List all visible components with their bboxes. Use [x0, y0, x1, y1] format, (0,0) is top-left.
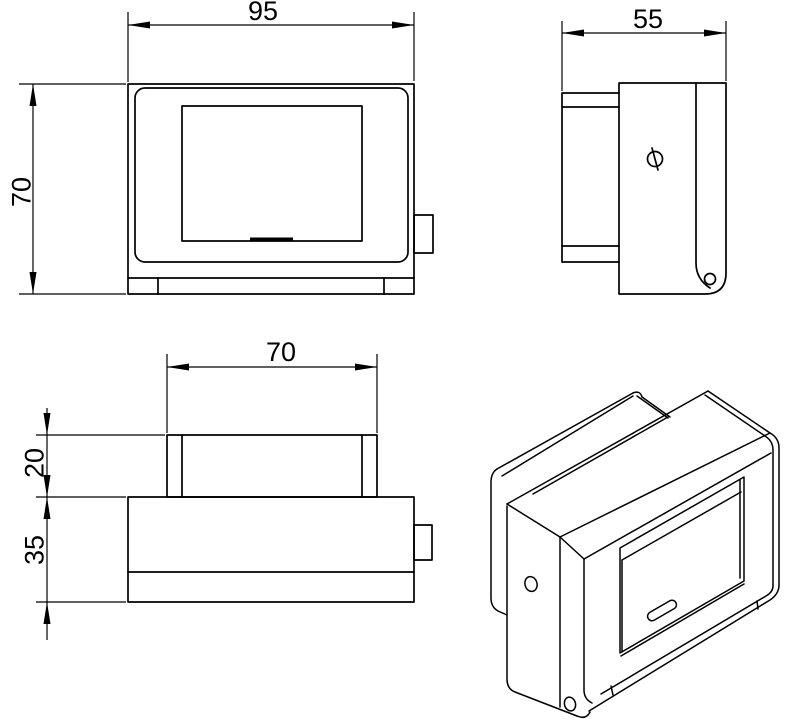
top-connector-tab: [413, 524, 433, 561]
arrowhead-down: [43, 413, 51, 435]
iso-screen-slot: [646, 599, 678, 622]
side-mounting-hole: [703, 272, 717, 286]
iso-rear-peak: [632, 391, 643, 398]
arrowhead-left: [128, 21, 150, 29]
arrowhead-left: [167, 363, 189, 371]
iso-rear-left-face: [490, 468, 508, 616]
arrowhead-right: [704, 29, 726, 37]
top-view: 70 20 35: [19, 337, 433, 640]
dim-top-width: 70: [166, 337, 378, 433]
iso-rear-top-edge: [496, 392, 634, 470]
screw-head-icon: [646, 150, 664, 168]
front-screen-slot: [250, 237, 293, 241]
dim-text-side-depth: 55: [633, 4, 663, 34]
iso-screen-recess-top: [621, 491, 742, 561]
arrowhead-up: [43, 602, 51, 624]
iso-flange-front-top-edge: [583, 452, 772, 560]
iso-flange-top-edge: [559, 536, 585, 560]
front-view: 95 70: [6, 0, 434, 295]
dim-text-body-depth: 35: [19, 535, 49, 565]
dim-text-top-width: 70: [266, 337, 296, 367]
top-rear-block: [166, 434, 378, 498]
front-bezel: [134, 87, 409, 263]
front-outer-body: [127, 83, 415, 295]
iso-rear-front-top-edge: [532, 416, 669, 495]
iso-body-top-right-edge: [707, 390, 771, 434]
front-connector-tab: [413, 214, 434, 254]
dim-side-depth: 55: [561, 4, 727, 91]
iso-flange-hole: [563, 696, 577, 712]
screw-slot-icon: [651, 147, 659, 171]
iso-bezel-outline-outer: [588, 432, 780, 712]
front-screen: [181, 105, 363, 242]
iso-seam-right: [756, 600, 759, 610]
arrowhead-right: [355, 363, 377, 371]
iso-rear-top-edge-inner: [501, 395, 634, 477]
arrowhead-left: [562, 29, 584, 37]
side-view: 55: [561, 4, 727, 295]
arrowhead-down: [43, 475, 51, 497]
iso-body-back-top-edge: [506, 390, 709, 505]
iso-body-top-right-edge-inner: [704, 394, 766, 437]
iso-screen-opening: [619, 476, 745, 654]
iso-rear-right-edge-inner: [636, 395, 669, 419]
iso-body-top-left-edge: [506, 503, 561, 538]
iso-side-screw-hole: [524, 575, 538, 593]
dim-text-rear-depth: 20: [19, 448, 49, 478]
arrowhead-right: [392, 21, 414, 29]
dim-text-front-width: 95: [248, 0, 278, 26]
iso-rear-right-edge: [641, 396, 671, 418]
arrowhead-up: [43, 497, 51, 519]
iso-body-front-top-edge: [559, 432, 771, 538]
iso-seam-left: [610, 685, 614, 696]
iso-screen-recess-bottom: [620, 583, 745, 657]
side-rear-block: [561, 92, 620, 263]
side-main-body: [618, 82, 727, 295]
isometric-view: [490, 390, 780, 719]
arrowhead-down: [29, 272, 37, 294]
arrowhead-up: [29, 84, 37, 106]
dim-front-width: 95: [127, 0, 415, 82]
top-front-body: [127, 496, 415, 603]
iso-flange-front-left-edge: [583, 558, 593, 704]
iso-flange-bottom-corner: [576, 711, 591, 719]
iso-bezel-outline-inner: [600, 435, 774, 695]
dim-text-front-height: 70: [6, 177, 36, 207]
side-flange-separator: [695, 82, 711, 289]
iso-body-back-left-edge: [506, 505, 578, 717]
dim-top-depths: 20 35: [19, 408, 165, 640]
dim-front-height: 70: [6, 83, 126, 295]
